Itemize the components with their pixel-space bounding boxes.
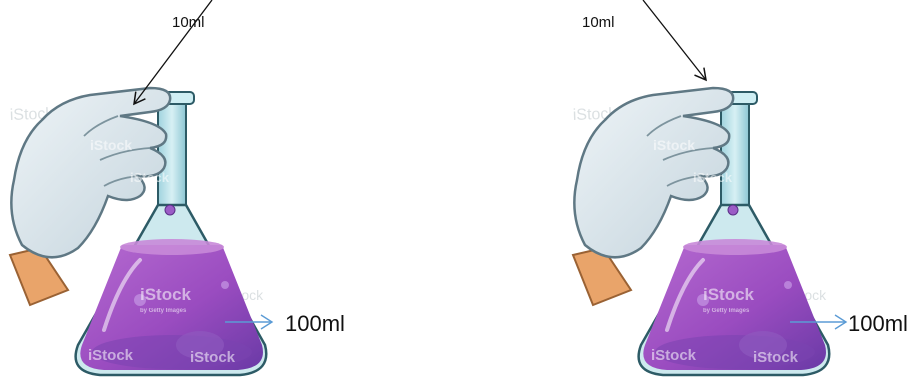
bottom-volume-label-left: 100ml bbox=[285, 311, 345, 336]
top-volume-label-left: 10ml bbox=[172, 14, 205, 31]
pointer-arrow-top-right bbox=[643, 0, 706, 80]
flask-illustration-left bbox=[10, 88, 267, 375]
bottom-volume-label-right: 100ml bbox=[848, 311, 908, 336]
flask-illustration-right bbox=[573, 88, 830, 375]
top-volume-label-right: 10ml bbox=[582, 14, 615, 31]
